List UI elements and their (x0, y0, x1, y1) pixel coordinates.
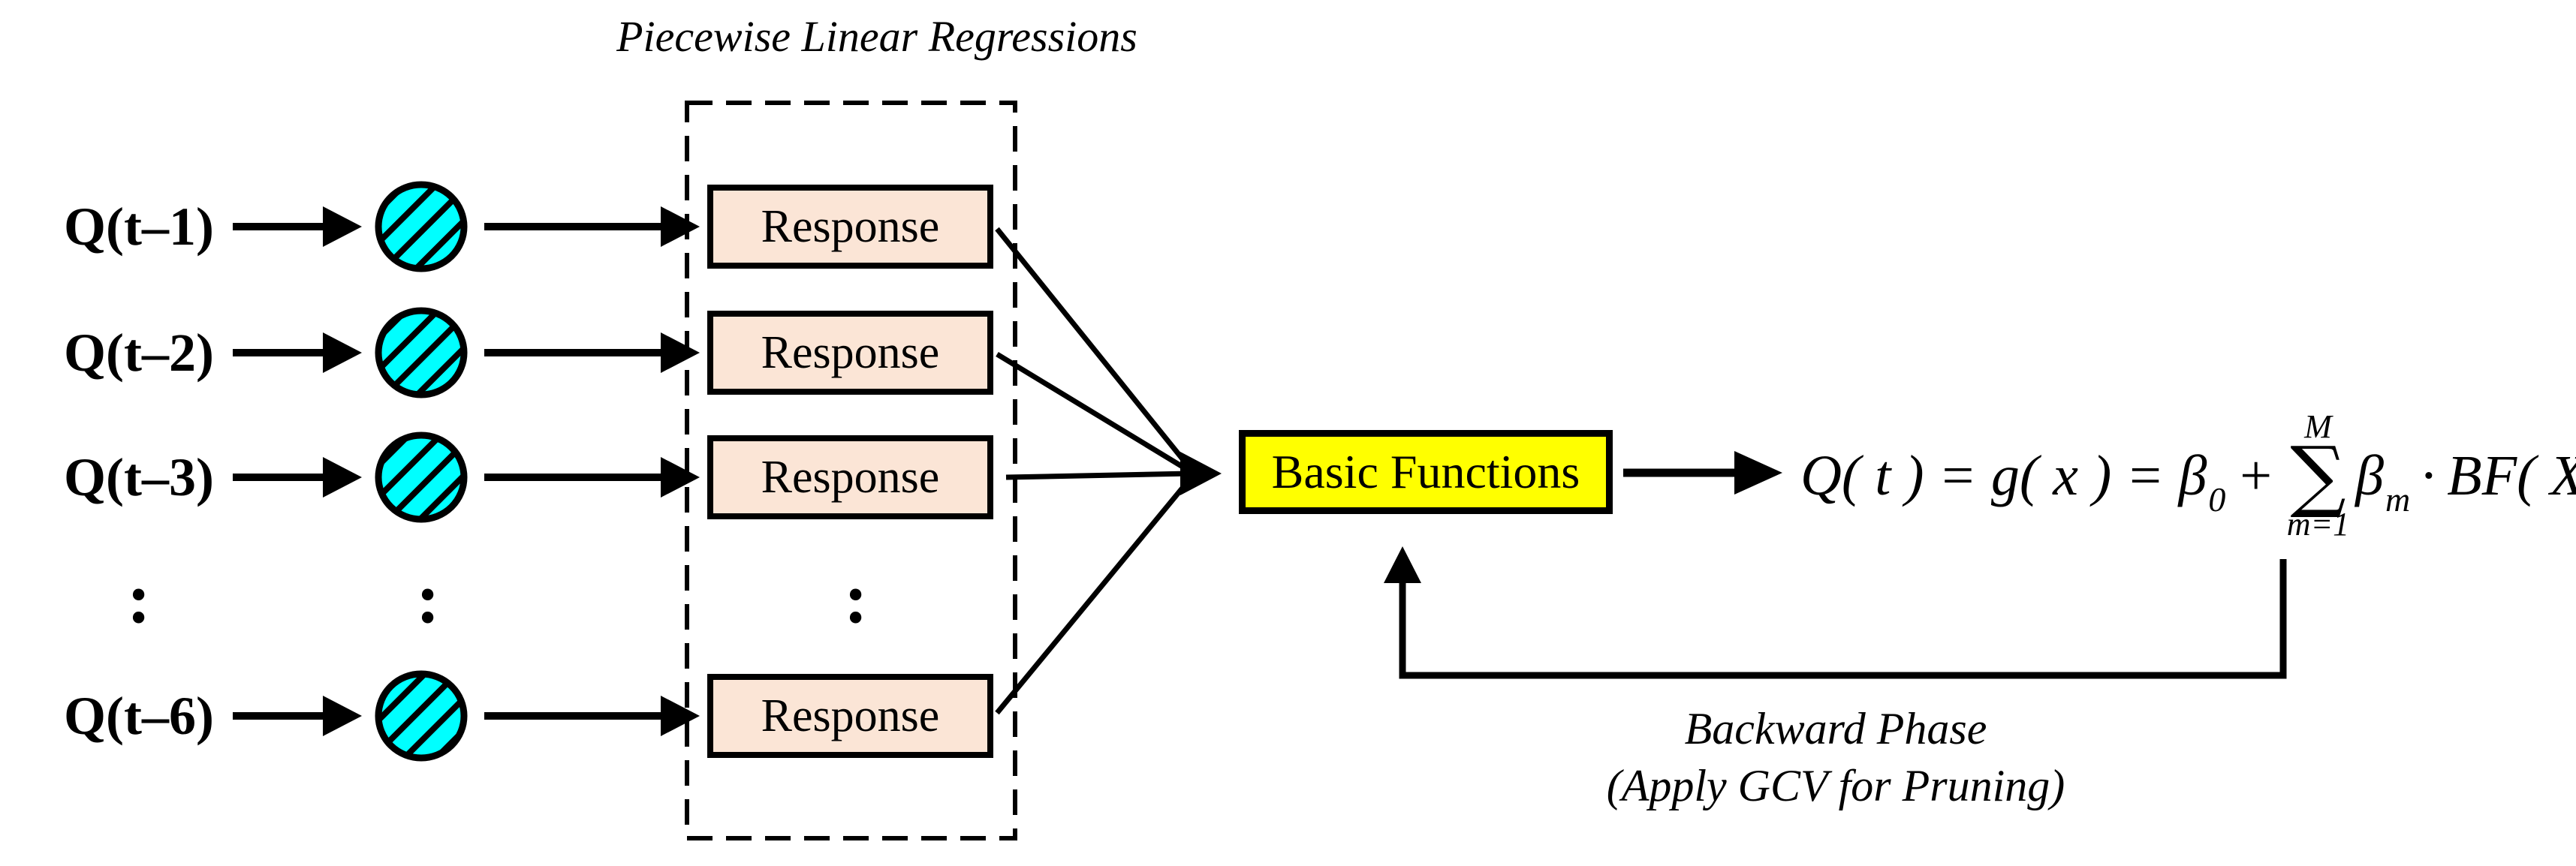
basic-functions-label: Basic Functions (1271, 445, 1580, 498)
beta0-base: β (2178, 444, 2207, 507)
input-label-qt6: Q(t–6) (64, 686, 214, 746)
sigma-icon: ∑ (2290, 429, 2346, 522)
hidden-node-3 (375, 431, 468, 523)
response-label-2: Response (761, 326, 940, 378)
hidden-node-4 (375, 670, 468, 762)
equation-lhs: Q( t ) = g( x ) = (1800, 444, 2179, 507)
arrowhead-response1 (661, 206, 700, 247)
response-label-3: Response (761, 451, 940, 503)
equation-beta-m: βm (2355, 444, 2410, 517)
arrowhead-input3 (323, 457, 362, 498)
betam-subscript: m (2385, 480, 2411, 519)
response-box-3: Response (707, 435, 993, 519)
arrowhead-feedback (1384, 546, 1421, 583)
backward-phase-line2: (Apply GCV for Pruning) (1606, 761, 2065, 810)
equation-plus: + (2236, 444, 2275, 507)
arrowhead-basic-functions (1180, 452, 1222, 495)
equation-beta0: β0 (2178, 444, 2226, 517)
piecewise-dashed-box (685, 101, 1017, 840)
backward-phase-line1: Backward Phase (1684, 704, 1987, 753)
equation-cdot: · (2421, 444, 2436, 507)
link-response1-to-basic (995, 227, 1192, 471)
diagram-title: Piecewise Linear Regressions (616, 12, 1137, 61)
sigma-lower-limit: m=1 (2286, 505, 2350, 543)
response-box-4: Response (707, 674, 993, 758)
equation-rhs: BF( X ) (2447, 444, 2576, 507)
arrowhead-response4 (661, 696, 700, 736)
arrowhead-input2 (323, 332, 362, 373)
input-label-qt3: Q(t–3) (64, 447, 214, 507)
input-label-qt1: Q(t–1) (64, 197, 214, 257)
basic-functions-box: Basic Functions (1239, 430, 1613, 514)
arrowhead-response3 (661, 457, 700, 498)
beta0-subscript: 0 (2208, 480, 2226, 519)
hidden-node-1 (375, 181, 468, 272)
arrowhead-input1 (323, 206, 362, 247)
response-box-2: Response (707, 311, 993, 395)
arrowhead-equation (1734, 451, 1782, 495)
arrowhead-response2 (661, 332, 700, 373)
arrowhead-input4 (323, 696, 362, 736)
output-equation: Q( t ) = g( x ) = β0 + M ∑ m=1 βm · BF( … (1800, 389, 2576, 563)
link-response2-to-basic (996, 352, 1192, 474)
betam-base: β (2355, 444, 2385, 507)
equation-sigma-stack: M ∑ m=1 (2287, 410, 2349, 540)
response-label-4: Response (761, 690, 940, 741)
response-box-1: Response (707, 185, 993, 269)
backward-feedback-path (1399, 559, 2287, 679)
link-response3-to-basic (1005, 471, 1191, 480)
hidden-node-2 (375, 307, 468, 398)
link-response4-to-basic (995, 477, 1192, 715)
ellipsis-inputs: : (127, 558, 151, 638)
response-label-1: Response (761, 200, 940, 252)
ellipsis-responses: : (844, 558, 868, 638)
ellipsis-nodes: : (416, 558, 440, 638)
sigma-upper-limit: M (2304, 408, 2332, 446)
input-label-qt2: Q(t–2) (64, 323, 214, 383)
